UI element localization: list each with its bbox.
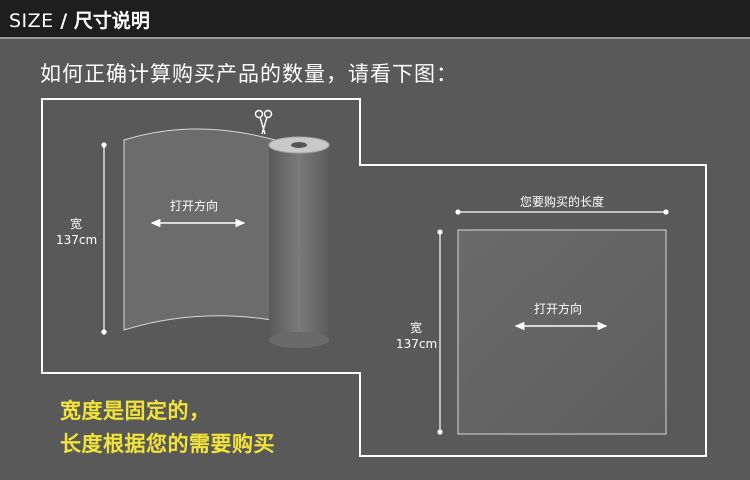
roll-bottom bbox=[269, 332, 329, 348]
scissors-icon bbox=[254, 109, 273, 135]
fabric-roll bbox=[269, 144, 329, 340]
fabric-sheet bbox=[123, 128, 276, 331]
sheet-width-dot-bottom bbox=[437, 429, 443, 435]
sheet-width-dot-top bbox=[437, 229, 443, 235]
header-bar: SIZE / 尺寸说明 bbox=[0, 0, 750, 39]
instruction-text: 如何正确计算购买产品的数量，请看下图： bbox=[40, 62, 458, 86]
flat-sheet bbox=[457, 229, 667, 435]
roll-open-direction-label: 打开方向 bbox=[170, 199, 219, 213]
roll-width-dot-bottom bbox=[101, 329, 107, 335]
length-label: 您要购买的长度 bbox=[519, 195, 604, 209]
note-line-2: 长度根据您的需要购买 bbox=[60, 432, 275, 456]
sheet-width-value: 137cm bbox=[396, 337, 438, 351]
sheet-width-label: 宽 137cm bbox=[396, 320, 438, 352]
header-title: SIZE / 尺寸说明 bbox=[9, 6, 150, 33]
roll-core bbox=[291, 142, 307, 148]
note-line-1: 宽度是固定的， bbox=[60, 399, 211, 423]
length-dot-right bbox=[663, 209, 669, 215]
sheet-open-direction-label: 打开方向 bbox=[534, 302, 583, 316]
header-title-en: SIZE bbox=[9, 10, 54, 32]
length-dot-left bbox=[455, 209, 461, 215]
header-separator: / bbox=[53, 10, 74, 32]
roll-width-dot-top bbox=[101, 142, 107, 148]
roll-width-title: 宽 bbox=[69, 217, 82, 231]
roll-width-value: 137cm bbox=[56, 233, 98, 247]
frame-outline bbox=[41, 98, 707, 457]
roll-width-label: 宽 137cm bbox=[56, 216, 98, 248]
header-title-cn: 尺寸说明 bbox=[73, 10, 150, 32]
sheet-width-title: 宽 bbox=[409, 321, 422, 335]
